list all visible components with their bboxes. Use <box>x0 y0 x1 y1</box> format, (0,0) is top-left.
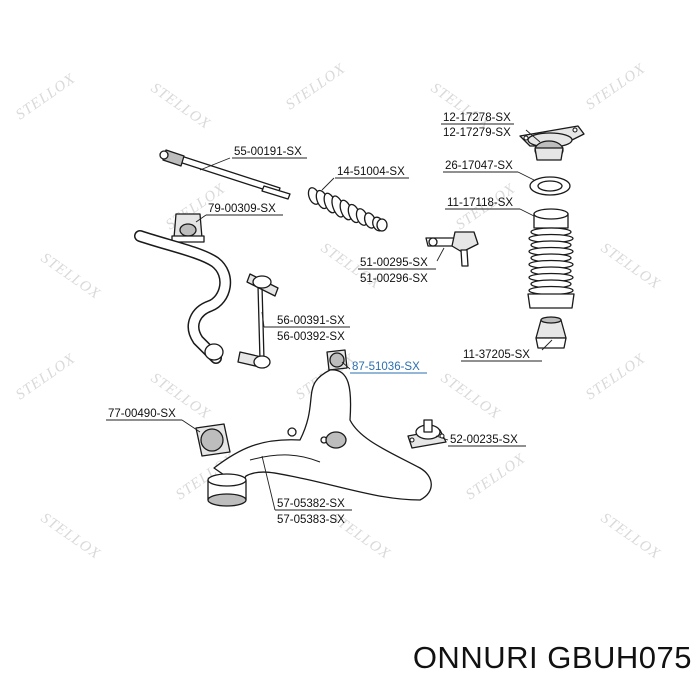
label-tie-end-b[interactable]: 51-00296-SX <box>360 273 428 285</box>
label-bump-stop[interactable]: 11-37205-SX <box>463 349 530 361</box>
label-ball-joint[interactable]: 52-00235-SX <box>450 434 518 446</box>
watermark-text: STELLOX <box>438 370 503 423</box>
label-shock-boot[interactable]: 11-17118-SX <box>447 197 513 209</box>
watermark-text: STELLOX <box>283 61 348 114</box>
stabilizer-bar <box>134 230 232 364</box>
label-tie-end-a[interactable]: 51-00295-SX <box>360 257 428 269</box>
label-top-mount-b[interactable]: 12-17279-SX <box>443 127 511 139</box>
watermark-text: STELLOX <box>583 61 648 114</box>
label-arm-b[interactable]: 57-05383-SX <box>277 514 345 526</box>
rear-arm-bushing[interactable] <box>195 423 231 457</box>
label-stab-bushing[interactable]: 79-00309-SX <box>208 203 276 215</box>
lower-control-arm[interactable] <box>207 369 432 507</box>
watermark-text: STELLOX <box>148 80 213 133</box>
shock-absorber-boot[interactable] <box>527 208 575 309</box>
watermark-text: STELLOX <box>583 351 648 404</box>
boot-ring <box>528 285 574 296</box>
tie-rod-end[interactable] <box>425 231 479 267</box>
label-arm-bushing[interactable]: 87-51036-SX <box>352 361 420 373</box>
arm-bushing[interactable] <box>326 349 348 371</box>
ball-joint[interactable] <box>407 419 447 449</box>
label-link-b[interactable]: 56-00392-SX <box>277 331 345 343</box>
label-arm-a[interactable]: 57-05382-SX <box>277 498 345 510</box>
bump-stop[interactable] <box>535 316 567 349</box>
label-rear-bushing[interactable]: 77-00490-SX <box>108 408 176 420</box>
watermark-text: STELLOX <box>38 510 103 563</box>
part-number-caption: ONNURI GBUH075 <box>412 640 692 675</box>
part-labels: 12-17278-SX 12-17279-SX 55-00191-SX 14-5… <box>106 112 542 526</box>
label-top-mount-a[interactable]: 12-17278-SX <box>443 112 511 124</box>
label-rack-boot[interactable]: 14-51004-SX <box>337 166 405 178</box>
watermark-text: STELLOX <box>598 510 663 563</box>
watermark-text: STELLOX <box>598 240 663 293</box>
watermark-text: STELLOX <box>13 351 78 404</box>
steering-rack-boot[interactable] <box>306 186 388 232</box>
watermark-text: STELLOX <box>38 250 103 303</box>
label-bearing[interactable]: 26-17047-SX <box>445 160 513 172</box>
tie-rod[interactable] <box>159 149 291 200</box>
strut-top-mount[interactable] <box>519 125 585 161</box>
watermark-text: STELLOX <box>428 80 493 133</box>
watermark-text: STELLOX <box>463 451 528 504</box>
stabilizer-bushing[interactable] <box>171 213 205 243</box>
label-link-a[interactable]: 56-00391-SX <box>277 315 345 327</box>
label-tie-rod[interactable]: 55-00191-SX <box>234 146 302 158</box>
stabilizer-link[interactable] <box>237 273 279 369</box>
leader-lines <box>181 129 553 511</box>
strut-bearing[interactable] <box>529 176 571 196</box>
watermark-text: STELLOX <box>13 71 78 124</box>
